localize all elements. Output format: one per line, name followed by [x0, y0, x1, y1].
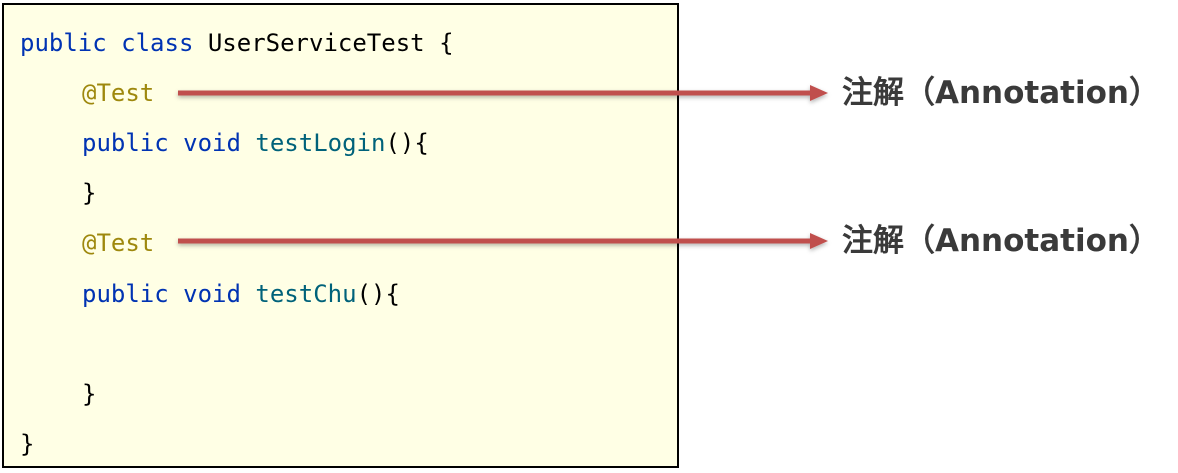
keyword-public: public — [20, 29, 107, 57]
keyword-class: class — [121, 29, 194, 57]
annotation-test-1: @Test — [82, 79, 155, 107]
method-parens: (){ — [356, 280, 400, 308]
keyword-void: void — [183, 280, 241, 308]
open-brace: { — [439, 29, 454, 57]
keyword-public: public — [82, 129, 169, 157]
class-name: UserServiceTest — [207, 29, 425, 57]
annotation-test-2: @Test — [82, 229, 155, 257]
annotation-line-2: @Test — [20, 229, 154, 257]
arrow-1 — [178, 85, 828, 101]
annotation-callout-label-1: 注解（Annotation） — [842, 75, 1160, 111]
close-brace-line-2: } — [20, 380, 96, 408]
method-declaration-line-1: public void testLogin(){ — [20, 129, 429, 157]
class-close-brace: } — [20, 430, 35, 458]
keyword-void: void — [183, 129, 241, 157]
class-close-brace-line: } — [20, 430, 34, 458]
close-brace-line-1: } — [20, 179, 96, 207]
annotation-callout-label-2: 注解（Annotation） — [842, 223, 1160, 259]
code-box: public class UserServiceTest { @Test pub… — [2, 3, 679, 468]
close-brace: } — [82, 380, 97, 408]
class-declaration-line: public class UserServiceTest { — [20, 29, 454, 57]
method-parens: (){ — [385, 129, 429, 157]
method-declaration-line-2: public void testChu(){ — [20, 280, 400, 308]
close-brace: } — [82, 179, 97, 207]
keyword-public: public — [82, 280, 169, 308]
arrow-2 — [178, 233, 828, 249]
method-name-testchu: testChu — [255, 280, 357, 308]
method-name-testlogin: testLogin — [255, 129, 386, 157]
annotation-line-1: @Test — [20, 79, 154, 107]
